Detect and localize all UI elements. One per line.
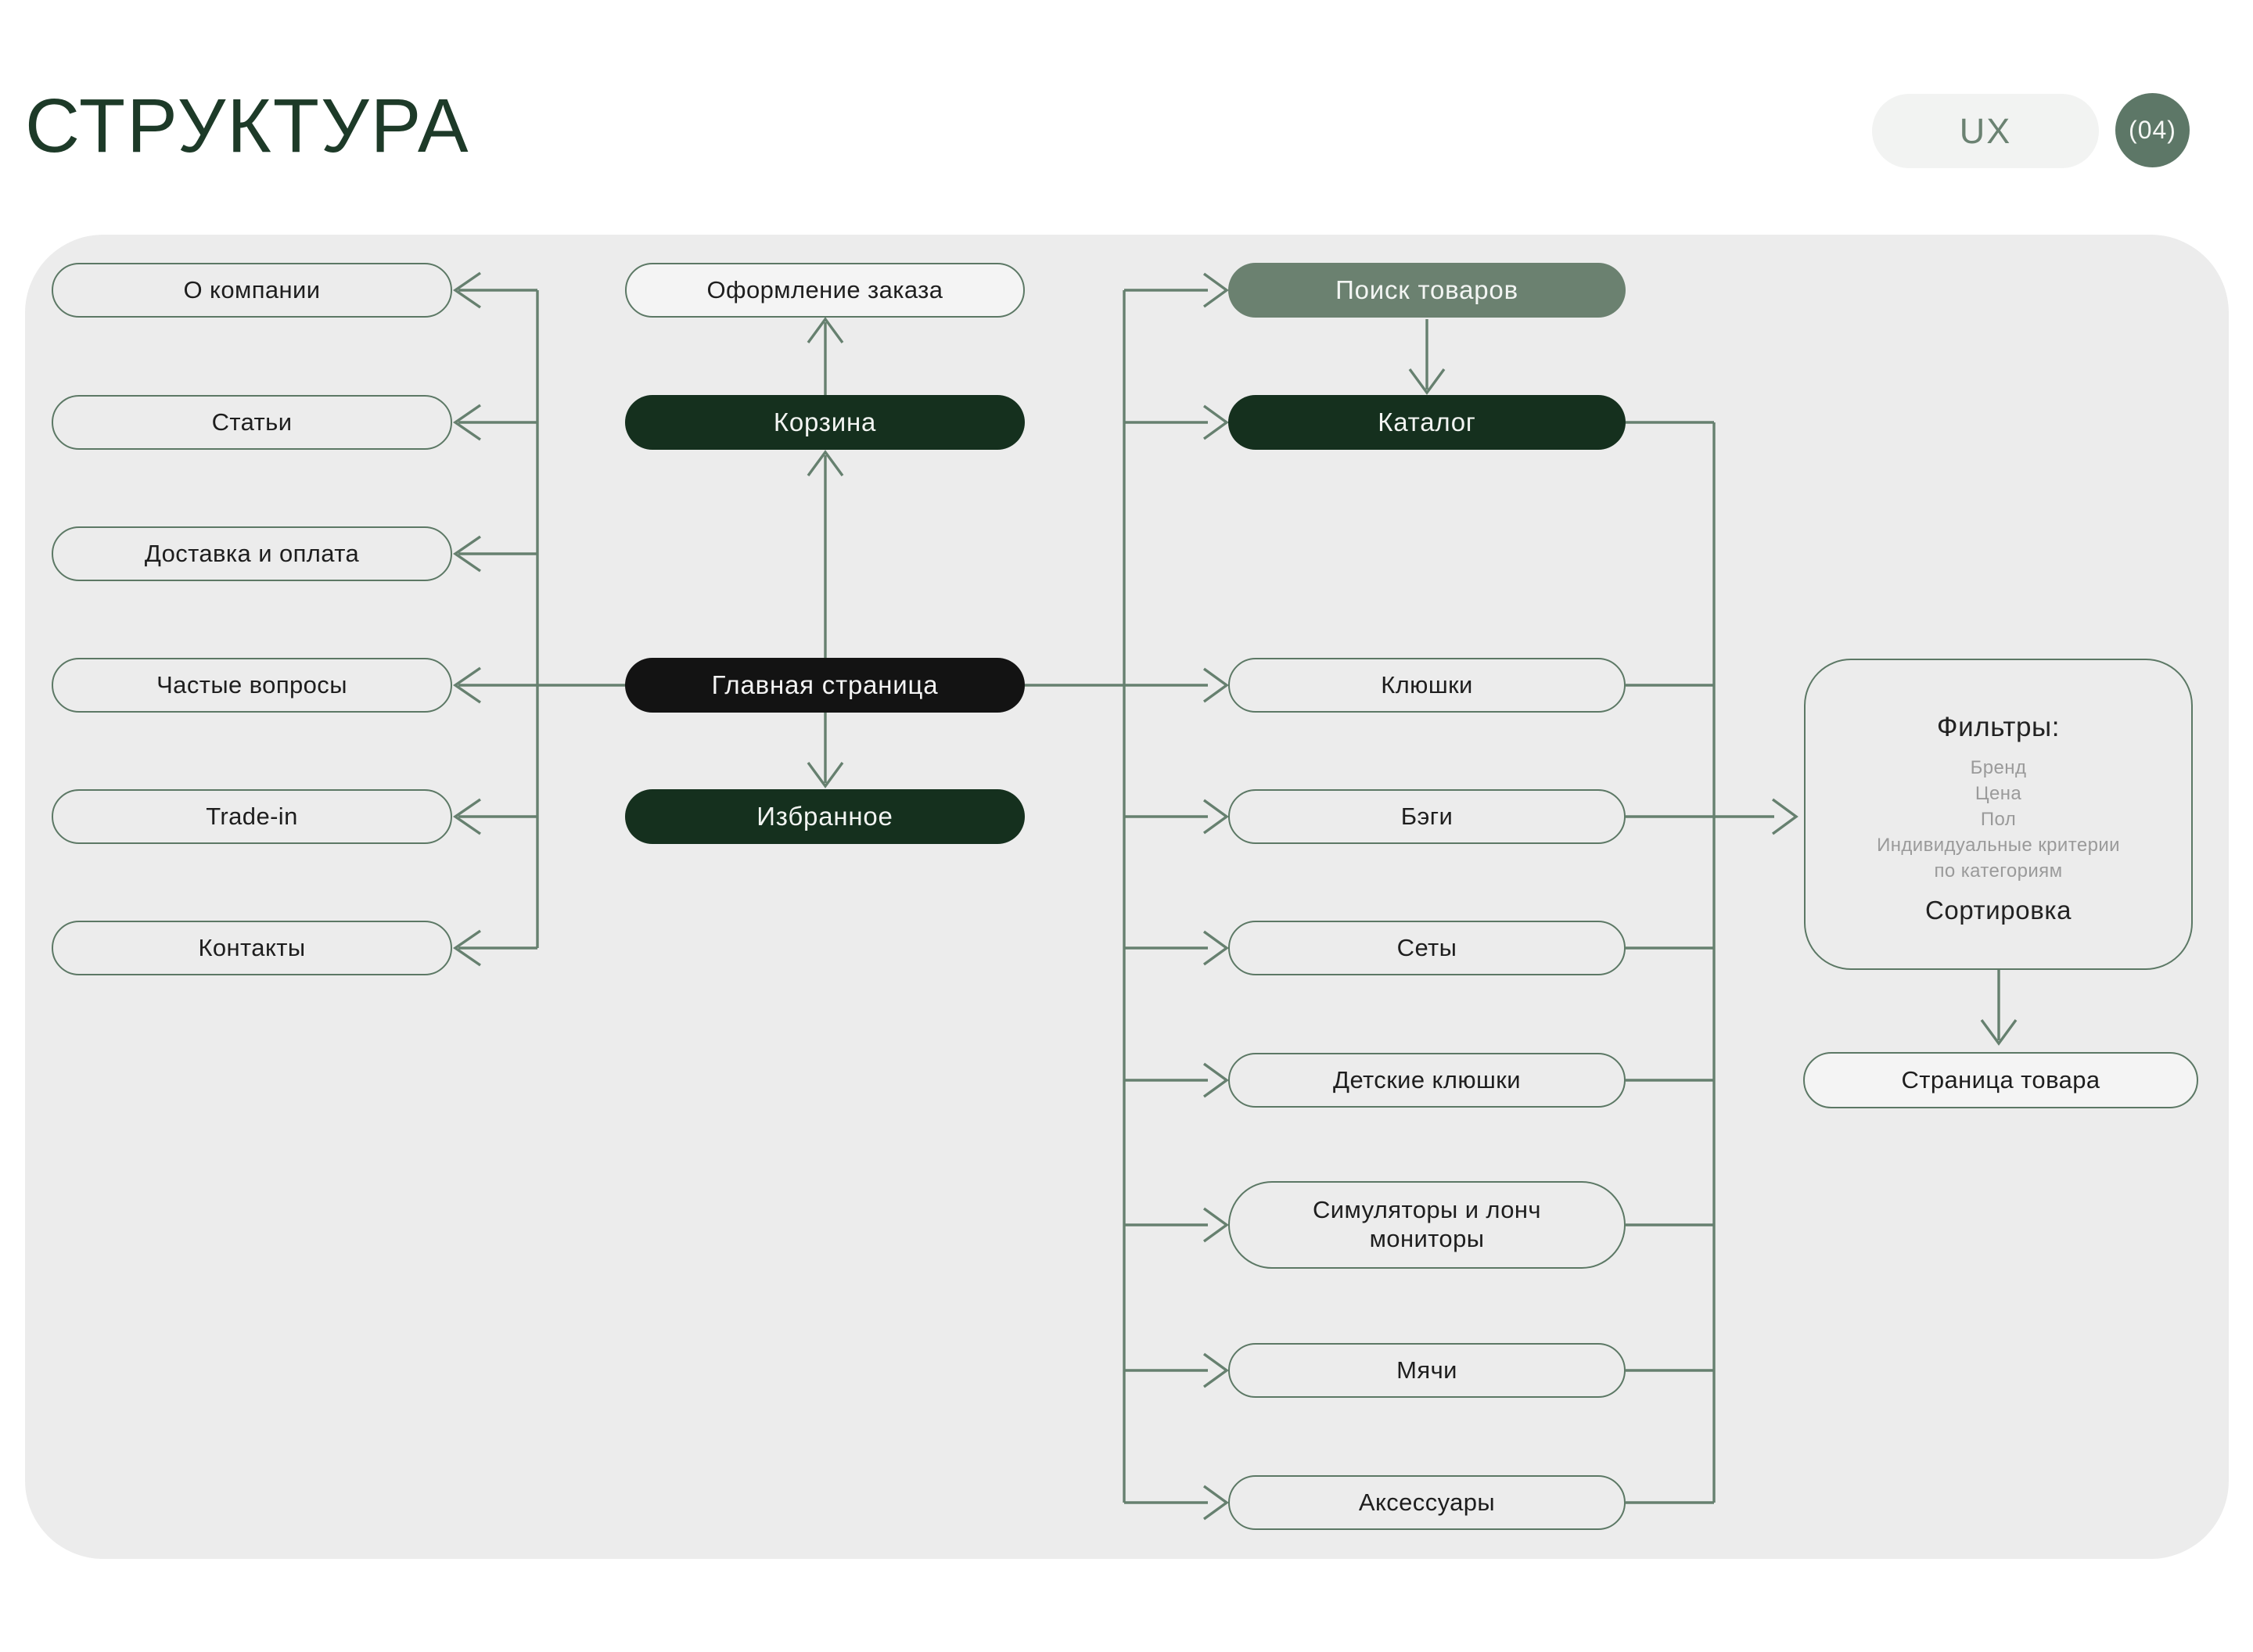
node-label: Избранное [756, 801, 893, 831]
node-label: Каталог [1378, 407, 1476, 436]
node-cart: Корзина [625, 395, 1025, 450]
node-label: Trade-in [206, 802, 298, 830]
node-label: Главная страница [711, 670, 939, 699]
node-label: Корзина [773, 407, 877, 436]
filters-panel: Фильтры: Бренд Цена Пол Индивидуальные к… [1804, 659, 2193, 970]
node-category-bags: Бэги [1228, 789, 1626, 844]
page-title: СТРУКТУРА [25, 83, 470, 168]
node-label: Доставка и оплата [144, 539, 360, 567]
category-collect-connectors [1626, 421, 2018, 1504]
node-label: Мячи [1396, 1356, 1457, 1384]
ux-tag: UX [1872, 94, 2099, 168]
node-label: Частые вопросы [156, 670, 347, 699]
node-favorites: Избранное [625, 789, 1025, 844]
node-category-balls: Мячи [1228, 1343, 1626, 1398]
main-flow-connectors [807, 317, 844, 788]
node-product-page: Страница товара [1803, 1052, 2198, 1108]
page-number-badge: (04) [2115, 93, 2190, 167]
node-category-sets: Сеты [1228, 921, 1626, 975]
diagram-canvas [25, 235, 2229, 1559]
node-label: Контакты [198, 933, 306, 961]
node-faq: Частые вопросы [52, 658, 452, 713]
node-label: Бэги [1400, 802, 1453, 830]
node-label: Оформление заказа [706, 275, 943, 303]
catalog-branch-connectors [1025, 272, 1446, 1521]
filters-title: Фильтры: [1936, 712, 2061, 742]
page-number: (04) [2129, 116, 2176, 144]
node-label: Страница товара [1901, 1065, 2100, 1094]
node-checkout: Оформление заказа [625, 263, 1025, 318]
node-label: Сеты [1396, 933, 1457, 961]
node-articles: Статьи [52, 395, 452, 450]
node-contacts: Контакты [52, 921, 452, 975]
filter-item-price: Цена [1975, 783, 2022, 804]
node-label: Статьи [211, 408, 293, 436]
node-category-simulators: Симуляторы и лонч мониторы [1228, 1181, 1626, 1269]
node-home: Главная страница [625, 658, 1025, 713]
node-label: Поиск товаров [1335, 275, 1518, 304]
filter-item-criteria: Индивидуальные критерии по категориям [1877, 835, 2120, 882]
info-pages-connectors [452, 271, 626, 967]
node-label: О компании [183, 275, 321, 303]
node-label: Аксессуары [1358, 1488, 1496, 1516]
filter-item-gender: Пол [1980, 809, 2017, 830]
node-catalog: Каталог [1228, 395, 1626, 450]
node-category-kids-clubs: Детские клюшки [1228, 1053, 1626, 1108]
node-label: Детские клюшки [1333, 1065, 1521, 1094]
node-delivery-payment: Доставка и оплата [52, 526, 452, 581]
sorting-label: Сортировка [1924, 896, 2072, 925]
filter-item-brand: Бренд [1970, 757, 2027, 778]
node-label: Клюшки [1381, 670, 1473, 699]
node-about-company: О компании [52, 263, 452, 318]
ux-tag-label: UX [1959, 110, 2012, 151]
node-product-search: Поиск товаров [1228, 263, 1626, 318]
node-trade-in: Trade-in [52, 789, 452, 844]
node-category-clubs: Клюшки [1228, 658, 1626, 713]
node-category-accessories: Аксессуары [1228, 1475, 1626, 1530]
node-label: Симуляторы и лонч мониторы [1313, 1196, 1541, 1252]
